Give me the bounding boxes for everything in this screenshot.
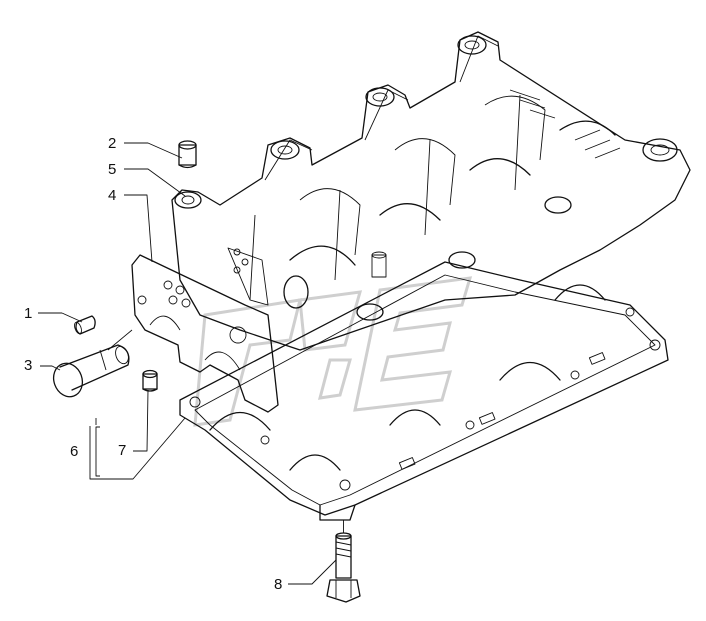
front-plate — [131, 247, 309, 413]
plug-shaft — [52, 344, 130, 398]
callout-4: 4 — [108, 187, 116, 204]
leader-lines — [38, 142, 344, 585]
small-sleeve — [142, 369, 158, 392]
callout-3: 3 — [24, 357, 32, 374]
bed-plate — [179, 261, 669, 521]
bolt — [326, 532, 361, 603]
callout-7: 7 — [118, 442, 126, 459]
bushing — [178, 140, 197, 169]
cylinder-block — [171, 31, 691, 351]
watermark-logo — [193, 276, 473, 427]
callout-5: 5 — [108, 161, 116, 178]
callout-2: 2 — [108, 135, 116, 152]
callout-1: 1 — [24, 305, 32, 322]
dowel-pin — [74, 315, 96, 335]
callout-8: 8 — [274, 576, 282, 593]
callout-6: 6 — [70, 443, 78, 460]
